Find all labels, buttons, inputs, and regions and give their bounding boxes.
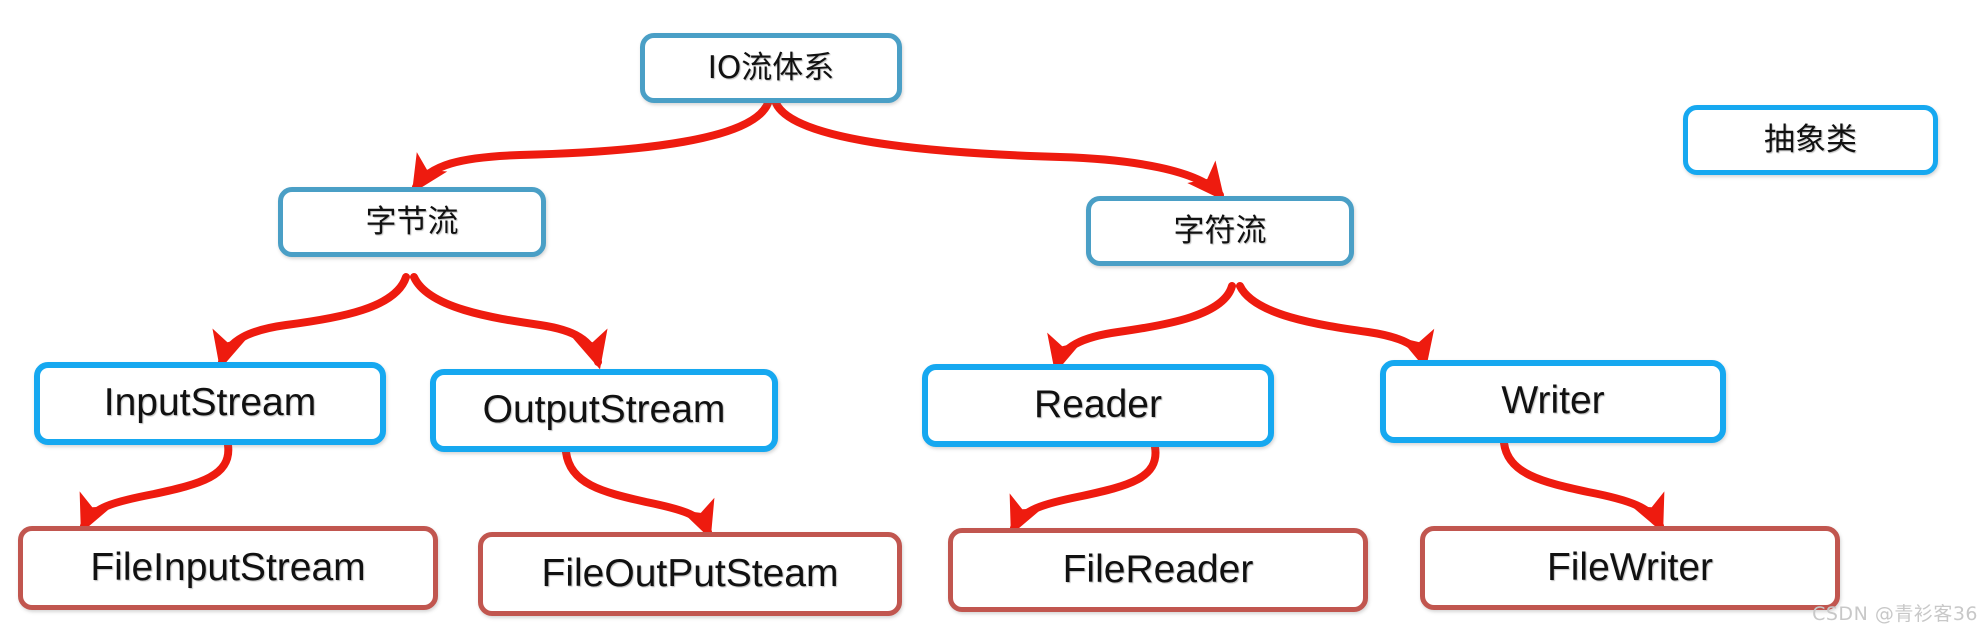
node-file-input-stream[interactable]: FileInputStream	[18, 526, 438, 610]
node-input-stream[interactable]: InputStream	[34, 362, 386, 445]
node-writer[interactable]: Writer	[1380, 360, 1726, 443]
node-char-stream[interactable]: 字符流	[1086, 196, 1354, 266]
node-label: IO流体系	[707, 49, 835, 86]
edge-byte-stream-to-input-stream	[212, 273, 410, 370]
edge-output-stream-to-file-output-stream	[562, 448, 715, 540]
node-label: FileInputStream	[90, 545, 366, 589]
node-label: OutputStream	[482, 388, 726, 432]
legend-label: 抽象类	[1764, 121, 1857, 158]
node-label: FileWriter	[1546, 545, 1714, 589]
node-file-output-stream[interactable]: FileOutPutSteam	[478, 532, 902, 616]
legend-abstract-class[interactable]: 抽象类	[1683, 105, 1938, 175]
edge-char-stream-to-writer	[1236, 282, 1435, 370]
node-label: Writer	[1501, 379, 1605, 423]
edge-byte-stream-to-output-stream	[410, 273, 608, 370]
edge-writer-to-file-writer	[1500, 439, 1665, 533]
edge-root-to-char-stream	[772, 99, 1225, 201]
edge-char-stream-to-reader	[1047, 282, 1236, 374]
node-label: FileOutPutSteam	[541, 551, 839, 595]
node-label: InputStream	[103, 381, 317, 425]
node-label: 字节流	[365, 203, 459, 240]
node-io-stream-system[interactable]: IO流体系	[640, 33, 902, 103]
node-byte-stream[interactable]: 字节流	[278, 187, 546, 257]
node-file-writer[interactable]: FileWriter	[1420, 526, 1840, 610]
node-output-stream[interactable]: OutputStream	[430, 369, 778, 452]
node-label: FileReader	[1062, 547, 1254, 591]
node-reader[interactable]: Reader	[922, 364, 1274, 447]
edge-reader-to-file-reader	[1009, 443, 1160, 535]
node-label: Reader	[1034, 383, 1162, 427]
node-file-reader[interactable]: FileReader	[948, 528, 1368, 612]
edge-input-stream-to-file-input-stream	[79, 441, 233, 533]
watermark: CSDN @青衫客36	[1812, 603, 1978, 625]
node-label: 字符流	[1173, 212, 1267, 249]
edge-root-to-byte-stream	[411, 99, 772, 194]
